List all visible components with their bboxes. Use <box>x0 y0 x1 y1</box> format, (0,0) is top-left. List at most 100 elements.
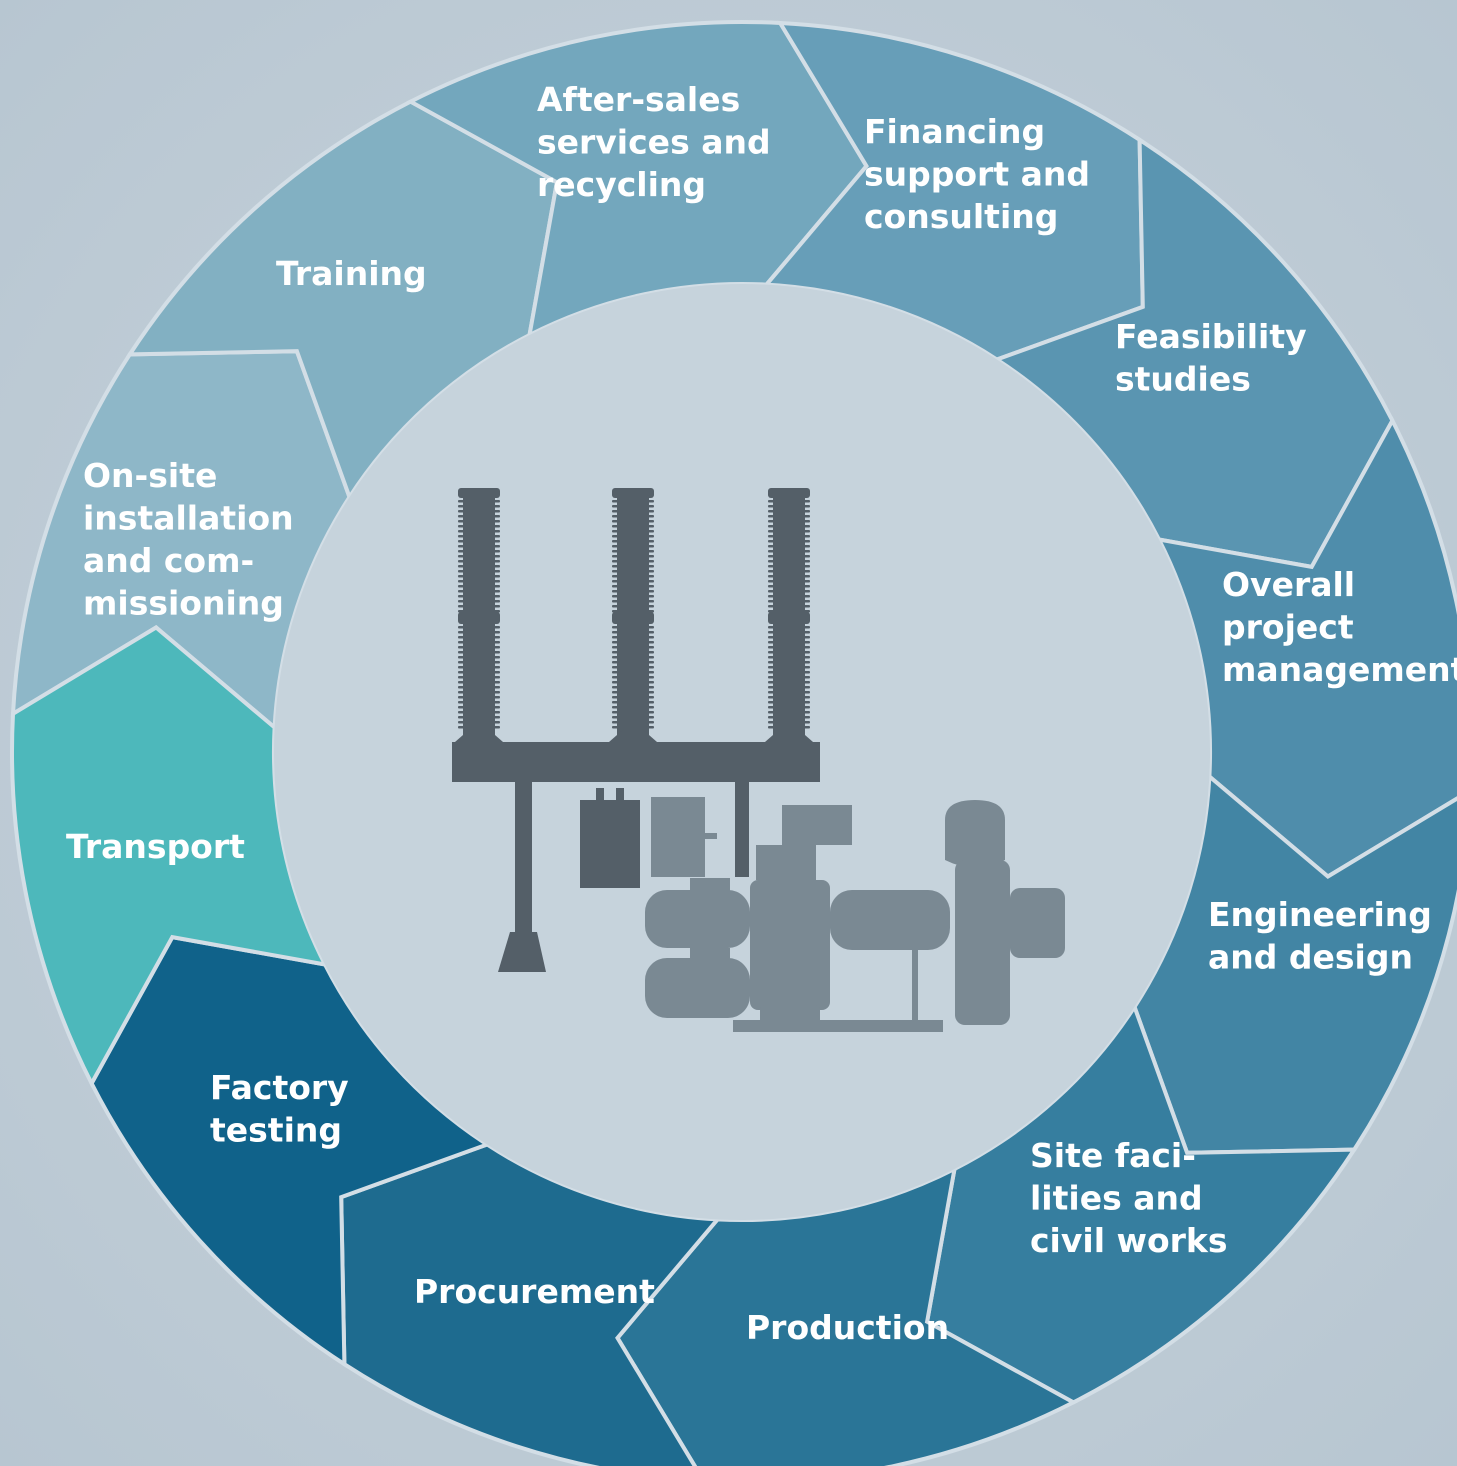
label-line: Production <box>746 1308 949 1347</box>
insulator-fin <box>458 716 500 719</box>
insulator-fin <box>458 711 500 714</box>
insulator-fin <box>768 610 810 613</box>
insulator-fin <box>458 676 500 679</box>
insulator-fin <box>612 701 654 704</box>
insulator-fin <box>458 721 500 724</box>
insulator-fin <box>612 605 654 608</box>
insulator-fin <box>612 646 654 649</box>
insulator-fin <box>768 530 810 533</box>
label-line: Procurement <box>414 1272 655 1311</box>
insulator-fin <box>768 666 810 669</box>
insulator-fin <box>458 565 500 568</box>
label-line: civil works <box>1030 1221 1228 1260</box>
insulator-fin <box>612 580 654 583</box>
insulator-fin <box>768 706 810 709</box>
insulator-fin <box>458 510 500 513</box>
switchgear-icon <box>452 488 1065 1032</box>
insulator-fin <box>612 696 654 699</box>
insulator-fin <box>458 585 500 588</box>
insulator-fin <box>458 651 500 654</box>
label-line: recycling <box>537 165 706 204</box>
label-line: After-sales <box>537 80 740 119</box>
label-line: lities and <box>1030 1179 1203 1218</box>
insulator-fin <box>768 656 810 659</box>
label-line: Site faci- <box>1030 1136 1196 1175</box>
insulator-fin <box>768 636 810 639</box>
label-line: project <box>1222 608 1354 647</box>
label-factory: Factory testing <box>210 1068 349 1150</box>
insulator-fin <box>768 686 810 689</box>
insulator-fin <box>612 500 654 503</box>
insulator-fin <box>458 520 500 523</box>
label-line: management <box>1222 650 1457 689</box>
insulator-fin <box>458 550 500 553</box>
insulator-fin <box>612 520 654 523</box>
insulator-fin <box>612 505 654 508</box>
insulator-fins <box>458 500 810 729</box>
insulator-fin <box>458 535 500 538</box>
insulator-fin <box>458 610 500 613</box>
insulator-fin <box>612 651 654 654</box>
insulator-fin <box>458 515 500 518</box>
insulator-fin <box>768 631 810 634</box>
insulator-fin <box>768 701 810 704</box>
insulator-fin <box>458 555 500 558</box>
insulator-fin <box>768 726 810 729</box>
insulator-fin <box>612 726 654 729</box>
insulator-fin <box>458 580 500 583</box>
label-line: Overall <box>1222 565 1355 604</box>
label-line: Factory <box>210 1068 349 1107</box>
insulator-fin <box>768 626 810 629</box>
label-procurement: Procurement <box>414 1272 655 1311</box>
insulator-fin <box>458 661 500 664</box>
insulator-fin <box>612 610 654 613</box>
insulator-fin <box>768 565 810 568</box>
label-line: On-site <box>83 456 217 495</box>
insulator-fin <box>458 681 500 684</box>
insulator-fin <box>458 691 500 694</box>
insulator-fin <box>612 575 654 578</box>
insulator-fin <box>612 530 654 533</box>
insulator-fin <box>612 540 654 543</box>
insulator-fin <box>612 515 654 518</box>
insulator-fin <box>612 681 654 684</box>
insulator-fin <box>768 525 810 528</box>
insulator-fin <box>458 706 500 709</box>
label-line: Feasibility <box>1115 317 1307 356</box>
insulator-fin <box>768 505 810 508</box>
insulator-fin <box>768 681 810 684</box>
insulator-fin <box>768 550 810 553</box>
insulator-fin <box>458 726 500 729</box>
insulator-fin <box>458 540 500 543</box>
insulator-fin <box>768 716 810 719</box>
insulator-fin <box>612 666 654 669</box>
label-line: missioning <box>83 584 284 623</box>
label-line: and com- <box>83 541 254 580</box>
insulator-fin <box>612 671 654 674</box>
label-line: Transport <box>66 827 245 866</box>
insulator-fin <box>612 595 654 598</box>
insulator-fin <box>768 595 810 598</box>
insulator-fin <box>458 525 500 528</box>
label-line: support and <box>864 155 1090 194</box>
insulator-fin <box>458 570 500 573</box>
insulator-fin <box>612 600 654 603</box>
cycle-ring <box>10 20 1457 1466</box>
insulator-fin <box>768 500 810 503</box>
insulator-fin <box>458 636 500 639</box>
insulator-fin <box>458 595 500 598</box>
insulator-fin <box>612 721 654 724</box>
label-line: and design <box>1208 938 1413 977</box>
insulator-fin <box>458 646 500 649</box>
insulator-fin <box>612 545 654 548</box>
insulator-fin <box>458 696 500 699</box>
label-line: testing <box>210 1111 342 1150</box>
insulator-fin <box>458 671 500 674</box>
insulator-fin <box>768 535 810 538</box>
